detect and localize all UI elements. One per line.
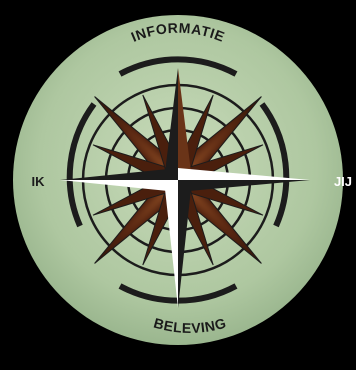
label-right: JIJ bbox=[334, 174, 352, 189]
label-left: IK bbox=[32, 174, 46, 189]
